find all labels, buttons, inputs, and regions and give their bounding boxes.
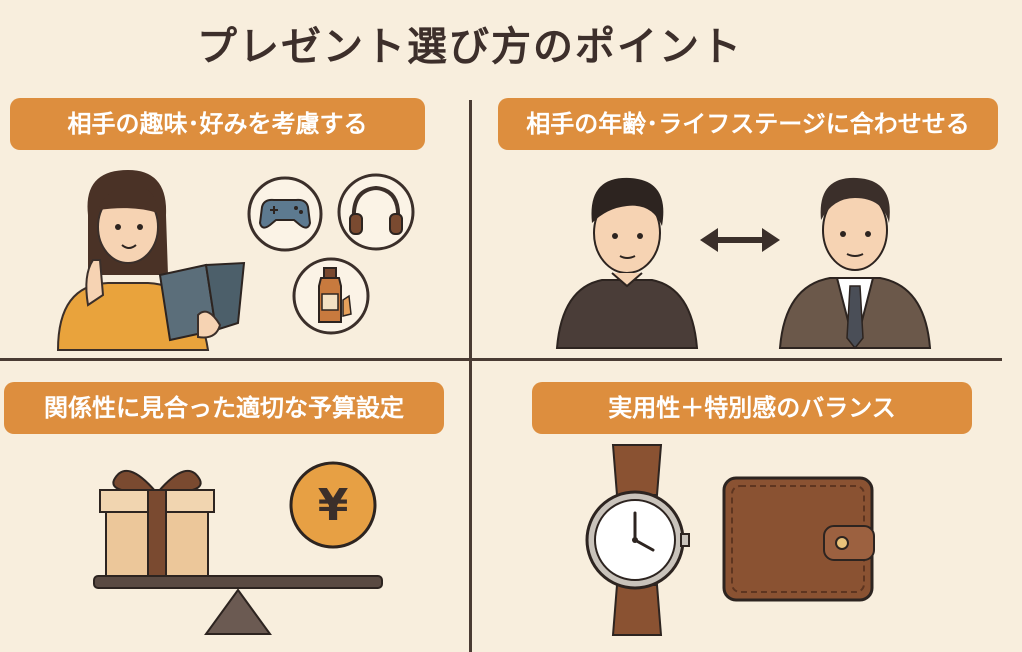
horizontal-divider — [0, 358, 1002, 361]
section-heading-age: 相手の年齢･ライフステージに合わせせる — [498, 98, 998, 150]
double-arrow-icon — [700, 228, 780, 252]
balance-scale — [93, 575, 383, 635]
section-heading-hobbies: 相手の趣味･好みを考慮する — [10, 98, 425, 150]
section-heading-practical: 実用性＋特別感のバランス — [532, 382, 972, 434]
older-man-in-suit — [778, 177, 932, 350]
bottle-icon — [292, 257, 370, 335]
wristwatch-icon — [585, 444, 690, 636]
page-title: プレゼント選び方のポイント — [197, 24, 743, 70]
yen-symbol: ¥ — [318, 480, 349, 531]
game-controller-icon — [247, 176, 323, 252]
section-heading-budget: 関係性に見合った適切な予算設定 — [4, 382, 444, 434]
woman-reading-book — [56, 170, 246, 351]
vertical-divider — [469, 100, 472, 652]
headphones-icon — [337, 173, 415, 251]
young-man — [555, 177, 699, 349]
wallet-icon — [722, 476, 875, 602]
gift-box-icon — [99, 469, 215, 579]
yen-coin-icon: ¥ — [289, 461, 377, 549]
